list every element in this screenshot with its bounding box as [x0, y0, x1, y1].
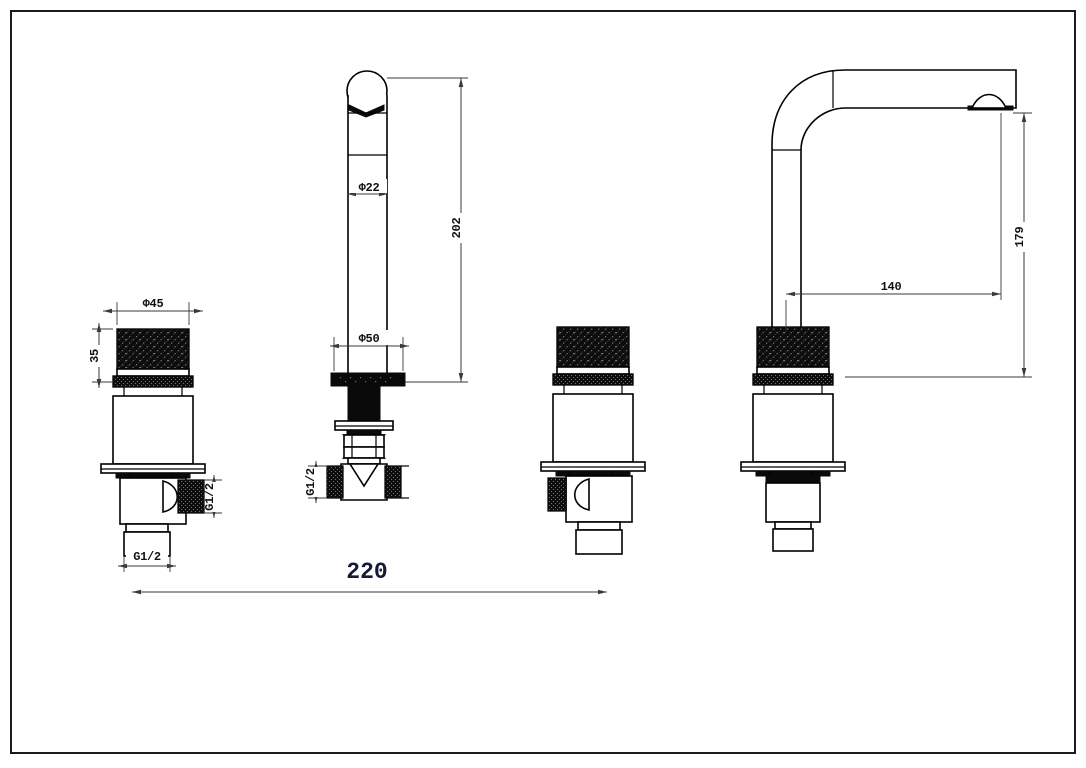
second-side-port-taper [573, 477, 590, 511]
gooseneck-handle-knurled-grip [756, 326, 830, 368]
left-handle-knurled-collar [112, 375, 194, 388]
label-phi45: Φ45 [143, 297, 164, 311]
drawing-border-frame [10, 10, 1076, 754]
label-140: 140 [881, 280, 902, 294]
label-bg-179 [1015, 222, 1033, 252]
label-g12-tee: G1/2 [304, 468, 318, 496]
left-side-port-thread [177, 479, 205, 514]
label-220: 220 [346, 559, 387, 585]
second-bottom-collar [577, 521, 621, 531]
gooseneck-shank-collar [755, 470, 831, 477]
gooseneck-cartridge-housing [765, 482, 821, 523]
gooseneck-bottom-thread [772, 528, 814, 552]
spout-tee-port-right [384, 465, 402, 499]
label-bg-g12-side [205, 482, 222, 512]
gooseneck-handle-knurled-collar [752, 373, 834, 386]
gooseneck-valve-body [752, 393, 834, 463]
left-handle-knurled-grip [116, 328, 190, 370]
gooseneck-outlet-dome [970, 93, 1008, 109]
gooseneck-bottom-collar [774, 521, 812, 530]
label-bg-phi22 [351, 179, 387, 193]
second-bottom-thread [575, 529, 623, 555]
gooseneck-thread-band [765, 475, 821, 484]
label-bg-202 [452, 213, 470, 243]
label-bg-phi45 [131, 295, 175, 310]
spout-tee-cone [348, 463, 380, 488]
spout-tee-neck [347, 457, 381, 465]
spout-hex-nut-face-b [343, 446, 385, 459]
label-phi50: Φ50 [359, 332, 380, 346]
view-left-handle-valve: Φ45 35 G1/2 G1/2 [88, 295, 222, 572]
label-202: 202 [450, 218, 464, 239]
label-h35: 35 [88, 349, 102, 363]
label-bg-phi50 [350, 330, 388, 345]
left-valve-body [112, 395, 194, 465]
dimension-overall-spread: 220 [132, 559, 607, 595]
label-179: 179 [1013, 227, 1027, 248]
label-bg-140 [876, 278, 906, 293]
label-phi22: Φ22 [359, 181, 380, 195]
view-center-spout: Φ22 Φ50 202 G1/2 [304, 70, 470, 503]
second-side-port-thread [547, 477, 567, 512]
left-side-port-taper [162, 479, 179, 513]
second-valve-body [552, 393, 634, 463]
label-g12-side: G1/2 [203, 483, 217, 511]
left-handle-ring-gap [116, 368, 190, 377]
spout-base-flange-texture [340, 377, 392, 383]
spout-hex-nut-face-a [343, 434, 385, 448]
gooseneck-handle-ring-gap [756, 366, 830, 375]
second-handle-knurled-collar [552, 373, 634, 386]
label-bg-g12-bottom [126, 548, 168, 563]
view-gooseneck-spout: 179 140 [740, 69, 1033, 552]
label-bg-g12-tee [306, 467, 323, 497]
second-handle-ring-gap [556, 366, 630, 375]
spout-base-flange [330, 372, 406, 387]
label-g12-bottom: G1/2 [133, 550, 161, 564]
view-second-handle-valve [540, 326, 646, 555]
spout-shank [347, 385, 381, 422]
label-bg-h35 [90, 345, 106, 367]
spout-tee-port-left [326, 465, 344, 499]
left-bottom-collar [125, 523, 169, 533]
second-handle-knurled-grip [556, 326, 630, 368]
